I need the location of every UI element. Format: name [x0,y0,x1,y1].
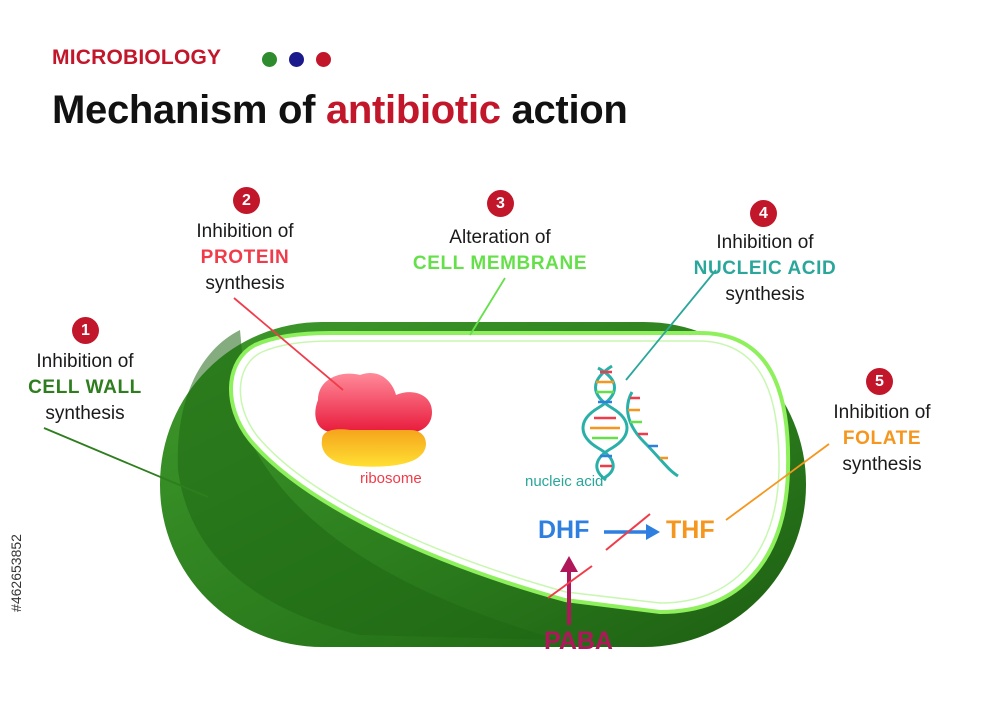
mechanism-2-highlight: PROTEIN [170,245,320,271]
mechanism-5-line3: synthesis [812,452,952,478]
mechanism-5-line1: Inhibition of [812,400,952,426]
stock-id-text: #462653852 [8,534,24,612]
mechanism-3-label: Alteration of CELL MEMBRANE [400,225,600,277]
mechanism-1-number: 1 [72,317,99,344]
mechanism-2-line3: synthesis [170,271,320,297]
mechanism-5-label: Inhibition of FOLATE synthesis [812,400,952,478]
mechanism-2-line1: Inhibition of [170,219,320,245]
mechanism-3-line1: Alteration of [400,225,600,251]
stock-id-sidebar: #462653852 [4,468,28,678]
ribosome-small-subunit [322,429,426,466]
mechanism-1-line3: synthesis [5,401,165,427]
mechanism-5-number: 5 [866,368,893,395]
mechanism-4-line1: Inhibition of [680,230,850,256]
mechanism-4-label: Inhibition of NUCLEIC ACID synthesis [680,230,850,308]
nucleic-acid-label: nucleic acid [525,473,603,490]
mechanism-3-number: 3 [487,190,514,217]
thf-label: THF [666,516,715,545]
mechanism-4-highlight: NUCLEIC ACID [680,256,850,282]
mechanism-1-highlight: CELL WALL [5,375,165,401]
paba-label: PABA [544,627,613,656]
mechanism-1-line1: Inhibition of [5,349,165,375]
dhf-label: DHF [538,516,589,545]
ribosome-label: ribosome [360,470,422,487]
mechanism-4-number: 4 [750,200,777,227]
mechanism-2-label: Inhibition of PROTEIN synthesis [170,219,320,297]
mechanism-5-highlight: FOLATE [812,426,952,452]
mechanism-1-label: Inhibition of CELL WALL synthesis [5,349,165,427]
mechanism-3-highlight: CELL MEMBRANE [400,251,600,277]
mechanism-4-line3: synthesis [680,282,850,308]
mechanism-2-number: 2 [233,187,260,214]
